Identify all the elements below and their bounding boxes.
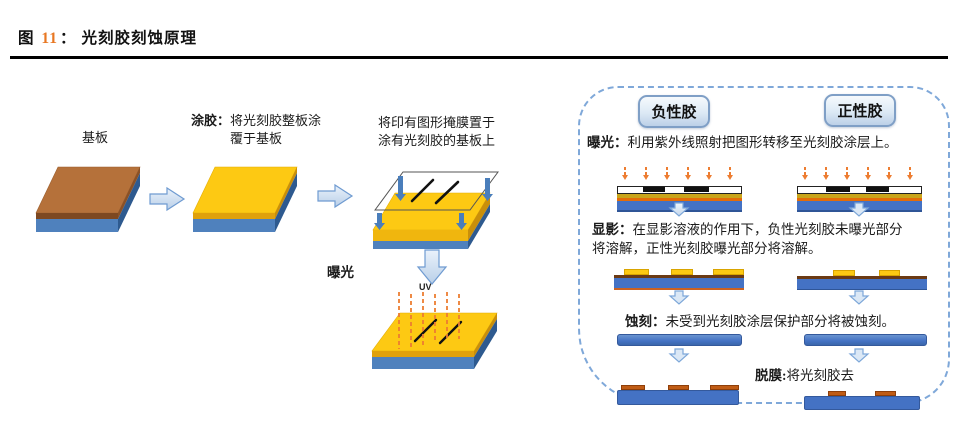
etch-xsec-positive (804, 334, 927, 346)
resist-layer (797, 194, 922, 198)
exposure-step-text: 曝光：利用紫外线照射把图形转移至光刻胶涂层上。 (587, 135, 898, 150)
mask-opaque-segment (826, 187, 850, 192)
exposure-term: 曝光： (587, 135, 628, 150)
uv-rays (398, 292, 460, 349)
substrate-label: 基板 (82, 130, 109, 145)
substrate-layer (797, 279, 927, 290)
etched-pattern-segment (828, 391, 846, 396)
exposed-slab (371, 312, 498, 369)
film-layer (614, 275, 744, 278)
etch-xsec-negative (617, 334, 742, 346)
develop-step-text: 显影：在显影溶液的作用下，负性光刻胶未曝光部分将溶解，正性光刻胶曝光部分将溶解。 (592, 222, 903, 256)
process-panel: 负性胶 正性胶 曝光：利用紫外线照射把图形转移至光刻胶涂层上。 (578, 86, 950, 410)
exposure-label: 曝光 (327, 265, 354, 280)
resist-block (833, 270, 856, 276)
title-rule (10, 56, 948, 59)
step-down-arrow-icon (848, 290, 870, 305)
final-xsec-positive (804, 391, 920, 410)
step-down-arrow-icon (848, 202, 870, 217)
mask-film-layer (617, 186, 742, 194)
etched-pattern-segment (668, 385, 689, 390)
mask-step-line1: 将印有图形掩膜置于 (378, 115, 496, 130)
etched-pattern-segment (874, 391, 896, 396)
mask-opaque-segment (865, 187, 889, 192)
figure-title: 图 11： 光刻胶刻蚀原理 (18, 26, 197, 48)
resist-layer (617, 194, 742, 198)
substrate-layer (617, 390, 739, 405)
coated-slab (192, 166, 298, 232)
mask-film-layer (797, 186, 922, 194)
film-layer (797, 276, 927, 279)
develop-term: 显影： (592, 222, 633, 237)
resist-block (878, 270, 900, 276)
figure-number: 11 (41, 30, 59, 47)
substrate-layer (804, 396, 920, 410)
positive-resist-button: 正性胶 (824, 94, 896, 127)
mask-opaque-segment (642, 187, 665, 192)
film-layer (617, 198, 742, 201)
uv-arrows-icon (802, 167, 913, 180)
etch-step-text: 蚀刻：未受到光刻胶涂层保护部分将被蚀刻。 (625, 314, 895, 329)
step-down-arrow-icon (668, 290, 690, 305)
negative-resist-button: 负性胶 (638, 95, 710, 128)
mask-opaque-segment (684, 187, 709, 192)
resist-block (712, 269, 744, 275)
flow-arrow-down-icon (416, 249, 448, 285)
resist-block (671, 269, 694, 275)
figure-title-text: 光刻胶刻蚀原理 (81, 30, 197, 47)
coating-text-line2: 覆于基板 (229, 131, 282, 146)
uv-label: UV (419, 282, 432, 292)
substrate-layer (614, 278, 744, 290)
process-flow-diagram (35, 166, 499, 369)
mask-step-label: 将印有图形掩膜置于 涂有光刻胶的基板上 (378, 114, 495, 150)
flow-arrow-right-icon (149, 186, 186, 212)
coating-text: 将光刻胶整板涂 (230, 113, 322, 128)
mask-step-line2: 涂有光刻胶的基板上 (378, 133, 496, 148)
figure-label: 图 (18, 30, 35, 47)
etched-pattern-segment (620, 385, 646, 390)
mask-wireframe (374, 171, 499, 211)
substrate-slab (35, 166, 141, 232)
step-down-arrow-icon (848, 348, 870, 363)
mask-align-arrow-icon (374, 176, 493, 230)
etch-term: 蚀刻： (625, 314, 666, 329)
develop-xsec-negative (614, 269, 744, 290)
mask-pattern-lines (410, 178, 460, 205)
exposed-pattern-lines (413, 318, 463, 345)
step-down-arrow-icon (668, 348, 690, 363)
resist-block (624, 269, 650, 275)
coating-term: 涂胶： (190, 113, 230, 128)
figure-separator: ： (60, 30, 77, 47)
final-xsec-negative (617, 385, 739, 405)
mask-slab (372, 171, 499, 249)
strip-step-text: 脱膜:将光刻胶去 (755, 368, 854, 383)
flow-arrow-right-icon (317, 183, 354, 209)
uv-arrows-icon (622, 167, 733, 180)
film-layer (797, 198, 922, 201)
etched-pattern-segment (709, 385, 739, 390)
step-down-arrow-icon (668, 202, 690, 217)
develop-xsec-positive (797, 270, 927, 290)
coating-label: 涂胶：将光刻胶整板涂 覆于基板 (188, 112, 324, 148)
strip-term: 脱膜: (755, 368, 787, 383)
